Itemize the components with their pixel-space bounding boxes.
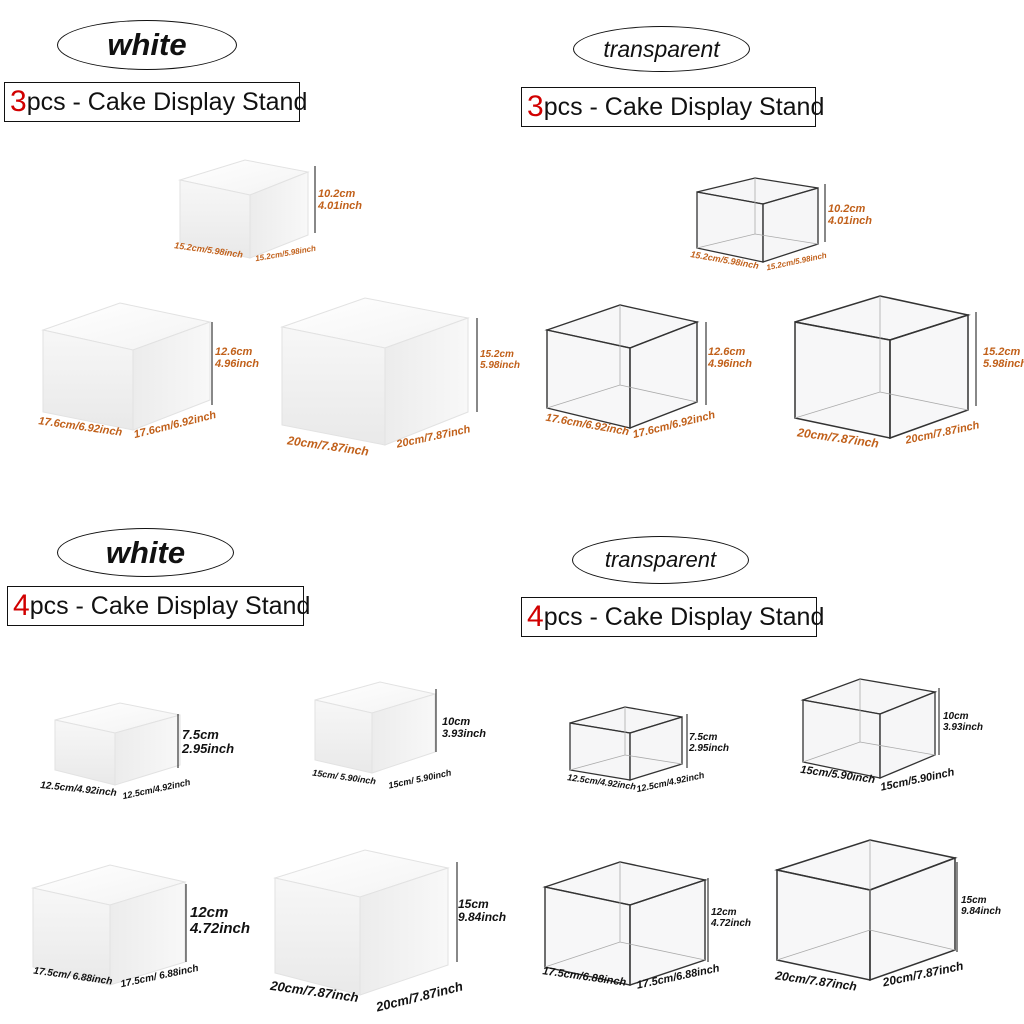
piece-count: 4 [13, 589, 30, 622]
height-inch: 4.96inch [215, 357, 260, 370]
height-inch: 5.98inch [983, 357, 1024, 370]
white-cube-d-4pcs [273, 849, 450, 996]
title-text: pcs - Cake Display Stand [26, 87, 308, 116]
height-inch: 5.98inch [480, 359, 521, 371]
piece-count: 3 [527, 90, 544, 123]
height-inch: 9.84inch [458, 909, 507, 924]
height-inch: 4.01inch [828, 214, 873, 227]
variant-label: transparent [604, 547, 717, 572]
transparent-cube-b-4pcs [800, 678, 938, 779]
height-label: 10.2cm 4.01inch [828, 203, 873, 227]
transparent-cube-c-4pcs [542, 861, 708, 986]
height-cm: 10.2cm [318, 188, 356, 200]
height-label: 15.2cm 5.98inch [480, 349, 521, 371]
piece-count: 4 [527, 600, 544, 633]
height-cm: 7.5cm [689, 732, 718, 743]
height-cm: 10cm [442, 716, 471, 728]
height-cm: 12.6cm [708, 346, 746, 358]
height-cm: 12cm [190, 904, 229, 921]
transparent-cube-d-4pcs [774, 839, 958, 982]
height-inch: 3.93inch [943, 721, 984, 733]
height-label: 10.2cm 4.01inch [318, 188, 363, 212]
white-cube-a-4pcs [54, 702, 181, 786]
variant-label: white [105, 534, 186, 570]
height-cm: 12cm [711, 907, 737, 918]
height-label: 10cm 3.93inch [943, 711, 984, 733]
title-box-transparent-3pcs: 3 pcs - Cake Display Stand [521, 87, 824, 127]
height-label: 15cm 9.84inch [458, 898, 506, 923]
transparent-cube-small-3pcs [696, 177, 819, 263]
white-cube-large-3pcs [280, 297, 470, 446]
height-inch: 4.72inch [190, 919, 251, 937]
height-cm: 15.2cm [983, 346, 1021, 358]
white-cube-b-4pcs [314, 681, 437, 774]
height-cm: 10.2cm [828, 203, 866, 215]
height-label: 12.6cm 4.96inch [708, 346, 753, 370]
height-inch: 9.84inch [961, 905, 1002, 917]
white-cube-c-4pcs [31, 864, 187, 986]
title-text: pcs - Cake Display Stand [543, 602, 825, 631]
variant-oval-transparent-4pcs: transparent [572, 536, 749, 584]
variant-label: transparent [603, 35, 720, 62]
height-label: 7.5cm 2.95inch [689, 732, 730, 754]
height-label: 12cm 4.72inch [190, 905, 250, 937]
height-label: 12.6cm 4.96inch [215, 346, 260, 370]
variant-oval-white-3pcs: white [57, 20, 237, 70]
transparent-cube-a-4pcs [569, 706, 683, 781]
height-inch: 4.01inch [318, 199, 363, 212]
height-inch: 4.72inch [711, 917, 752, 929]
height-cm: 7.5cm [182, 727, 219, 742]
transparent-cube-large-3pcs [794, 295, 971, 440]
height-label: 7.5cm 2.95inch [182, 728, 234, 755]
height-inch: 4.96inch [708, 357, 753, 370]
height-cm: 10cm [943, 711, 969, 722]
height-label: 15cm 9.84inch [961, 895, 1002, 917]
title-box-white-4pcs: 4 pcs - Cake Display Stand [7, 586, 310, 626]
white-cube-small-3pcs [178, 159, 310, 259]
title-text: pcs - Cake Display Stand [29, 591, 311, 620]
white-cube-mid-3pcs [41, 302, 212, 431]
height-cm: 15cm [961, 895, 987, 906]
title-box-transparent-4pcs: 4 pcs - Cake Display Stand [521, 597, 824, 637]
transparent-cube-mid-3pcs [544, 304, 700, 430]
title-text: pcs - Cake Display Stand [543, 92, 825, 121]
variant-oval-transparent-3pcs: transparent [573, 26, 750, 72]
height-label: 12cm 4.72inch [711, 907, 752, 929]
height-inch: 2.95inch [689, 742, 730, 754]
height-label: 15.2cm 5.98inch [983, 346, 1024, 370]
height-markers [177, 166, 977, 962]
height-label: 10cm 3.93inch [442, 716, 487, 740]
title-box-white-3pcs: 3 pcs - Cake Display Stand [4, 82, 307, 122]
variant-oval-white-4pcs: white [57, 528, 234, 577]
height-cm: 15.2cm [480, 349, 514, 360]
variant-label: white [107, 27, 187, 62]
height-cm: 12.6cm [215, 346, 253, 358]
height-inch: 2.95inch [182, 740, 235, 756]
height-cm: 15cm [458, 897, 489, 911]
piece-count: 3 [10, 85, 27, 118]
height-inch: 3.93inch [442, 727, 487, 740]
